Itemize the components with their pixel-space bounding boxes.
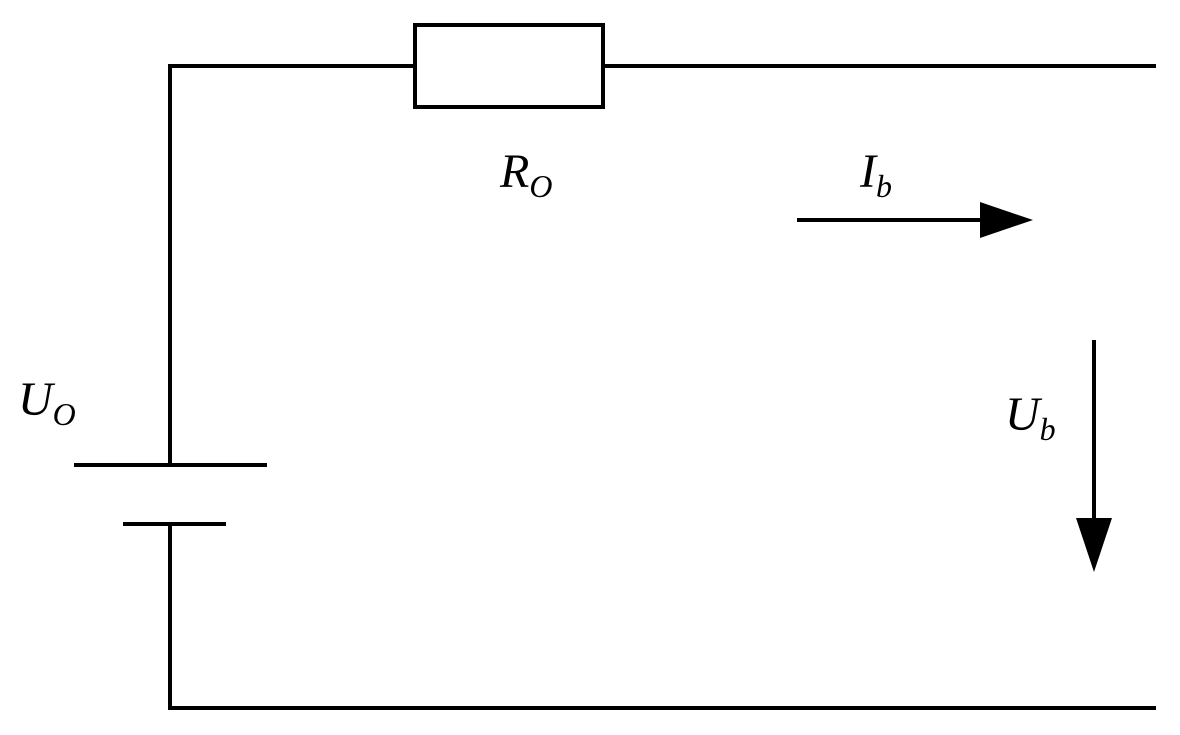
voltage-label: Ub [1005,388,1056,447]
resistor-label: RO [499,145,552,204]
top-left-wire [168,64,415,465]
current-label: Ib [859,145,892,204]
bottom-wire [168,524,1156,710]
source-label: UO [18,373,76,432]
resistor-ro [413,23,605,109]
voltage-arrow-head [1076,518,1112,572]
current-arrow-head [980,202,1033,238]
